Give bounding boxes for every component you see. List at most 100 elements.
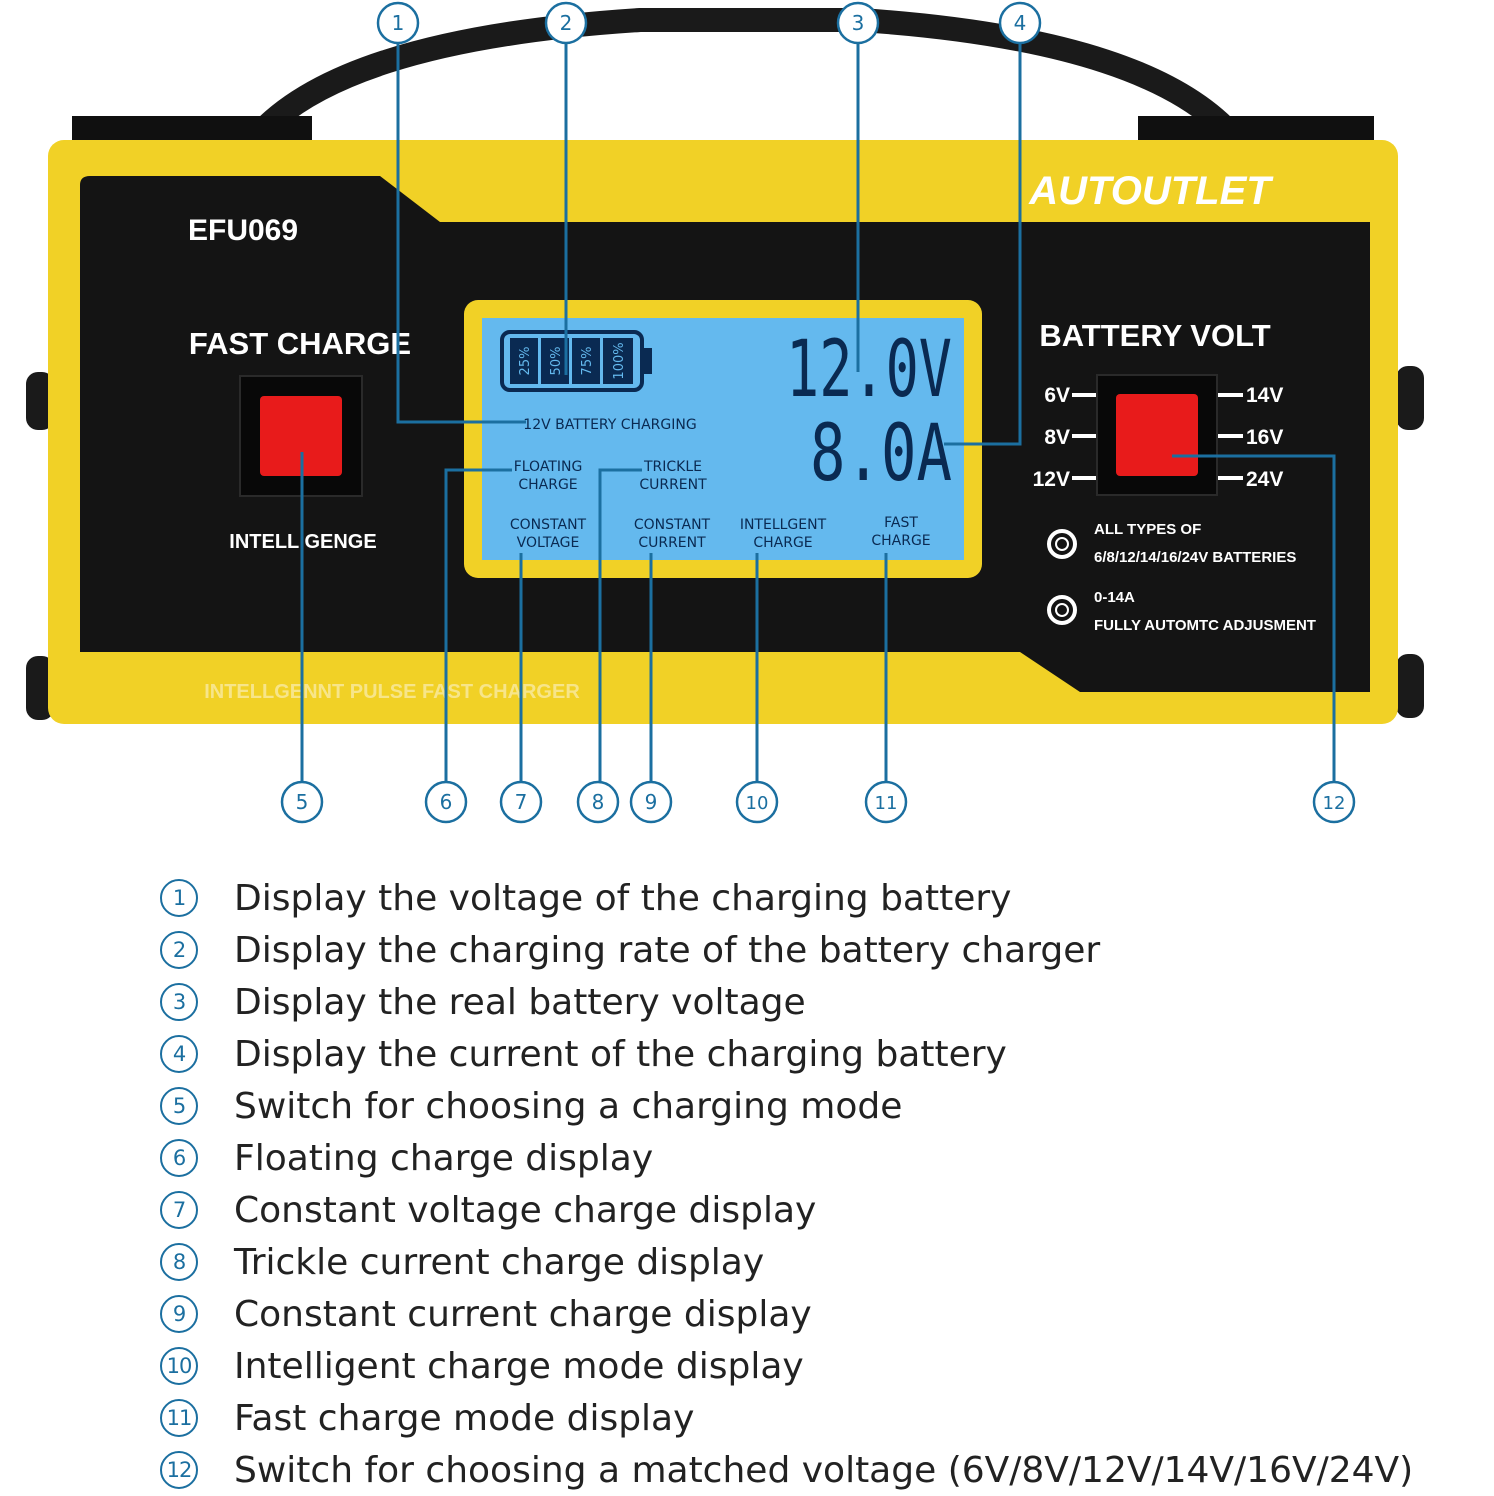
intelligent-charge-line1: INTELLGENT bbox=[740, 517, 827, 533]
callout-8-num: 8 bbox=[592, 790, 605, 814]
volt-6v: 6V bbox=[1044, 384, 1070, 407]
side-feet bbox=[26, 366, 1424, 720]
legend-badge: 6 bbox=[160, 1139, 198, 1177]
volt-24v: 24V bbox=[1246, 468, 1283, 491]
legend-text: Display the real battery voltage bbox=[234, 981, 806, 1023]
legend-text: Constant voltage charge display bbox=[234, 1189, 817, 1231]
carry-handle bbox=[238, 7, 1252, 157]
feature-legend: 1 Display the voltage of the charging bat… bbox=[160, 872, 1490, 1496]
lcd-voltage-readout: 12.0V bbox=[786, 325, 952, 415]
callout-6-num: 6 bbox=[440, 790, 453, 814]
callout-7-circle bbox=[499, 780, 543, 824]
callout-4-num: 4 bbox=[1014, 11, 1027, 35]
battery-volt-title: BATTERY VOLT bbox=[1039, 318, 1270, 353]
legend-text: Intelligent charge mode display bbox=[234, 1345, 804, 1387]
callout-leader-lines bbox=[300, 44, 1336, 782]
callout-12-num: 12 bbox=[1323, 793, 1346, 814]
legend-item: 2 Display the charging rate of the batter… bbox=[160, 924, 1490, 976]
legend-badge: 7 bbox=[160, 1191, 198, 1229]
legend-badge: 1 bbox=[160, 879, 198, 917]
legend-item: 5 Switch for choosing a charging mode bbox=[160, 1080, 1490, 1132]
callout-3-circle bbox=[836, 1, 880, 45]
legend-item: 3 Display the real battery voltage bbox=[160, 976, 1490, 1028]
battery-charging-label: 12V BATTERY CHARGING bbox=[523, 417, 696, 433]
constant-voltage-line2: VOLTAGE bbox=[517, 535, 580, 551]
callout-11-circle bbox=[864, 780, 908, 824]
legend-badge: 10 bbox=[160, 1347, 198, 1385]
callout-3-num: 3 bbox=[852, 11, 865, 35]
legend-text: Fast charge mode display bbox=[234, 1397, 695, 1439]
volt-14v: 14V bbox=[1246, 384, 1283, 407]
legend-badge: 9 bbox=[160, 1295, 198, 1333]
callout-9-num: 9 bbox=[645, 790, 658, 814]
note-battery-types-line1: ALL TYPES OF bbox=[1094, 521, 1201, 538]
legend-item: 12 Switch for choosing a matched voltage … bbox=[160, 1444, 1490, 1496]
legend-badge: 11 bbox=[160, 1399, 198, 1437]
legend-item: 4 Display the current of the charging bat… bbox=[160, 1028, 1490, 1080]
battery-segment-25: 25% bbox=[518, 347, 533, 376]
legend-badge: 5 bbox=[160, 1087, 198, 1125]
callout-12-circle bbox=[1312, 780, 1356, 824]
mode-button[interactable] bbox=[260, 396, 342, 476]
callout-1-circle bbox=[376, 1, 420, 45]
charger-diagram: AUTOUTLET EFU069 FAST CHARGE INTELL GENG… bbox=[26, 1, 1424, 824]
legend-badge: 12 bbox=[160, 1451, 198, 1489]
legend-item: 11 Fast charge mode display bbox=[160, 1392, 1490, 1444]
volt-tick-marks bbox=[1072, 393, 1243, 480]
legend-text: Floating charge display bbox=[234, 1137, 654, 1179]
legend-text: Trickle current charge display bbox=[234, 1241, 765, 1283]
callout-5-num: 5 bbox=[296, 790, 309, 814]
battery-segment-50: 50% bbox=[549, 347, 564, 376]
callout-7-num: 7 bbox=[515, 790, 528, 814]
trickle-current-line1: TRICKLE bbox=[643, 459, 702, 475]
callout-10-circle bbox=[735, 780, 779, 824]
legend-item: 6 Floating charge display bbox=[160, 1132, 1490, 1184]
indicator-rings bbox=[1047, 529, 1077, 625]
note-current-line2: FULLY AUTOMTC ADJUSMENT bbox=[1094, 617, 1316, 634]
volt-button[interactable] bbox=[1116, 394, 1198, 476]
callout-4-circle bbox=[998, 1, 1042, 45]
legend-item: 1 Display the voltage of the charging bat… bbox=[160, 872, 1490, 924]
legend-text: Display the current of the charging batt… bbox=[234, 1033, 1007, 1075]
bottom-strip-label: INTELLGENNT PULSE FAST CHARGER bbox=[204, 681, 580, 703]
note-current-line1: 0-14A bbox=[1094, 589, 1135, 606]
legend-badge: 4 bbox=[160, 1035, 198, 1073]
volt-8v: 8V bbox=[1044, 426, 1070, 449]
legend-item: 9 Constant current charge display bbox=[160, 1288, 1490, 1340]
callout-11-num: 11 bbox=[875, 793, 898, 814]
floating-charge-line2: CHARGE bbox=[518, 477, 577, 493]
legend-item: 10 Intelligent charge mode display bbox=[160, 1340, 1490, 1392]
legend-text: Display the voltage of the charging batt… bbox=[234, 877, 1012, 919]
volt-16v: 16V bbox=[1246, 426, 1283, 449]
battery-level-icon bbox=[500, 330, 652, 392]
lcd-current-readout: 8.0A bbox=[810, 409, 952, 499]
callout-9-circle bbox=[629, 780, 673, 824]
fast-charge-mode-line2: CHARGE bbox=[871, 533, 930, 549]
legend-item: 7 Constant voltage charge display bbox=[160, 1184, 1490, 1236]
callout-2-circle bbox=[544, 1, 588, 45]
fast-charge-mode-line1: FAST bbox=[884, 515, 918, 531]
legend-badge: 2 bbox=[160, 931, 198, 969]
model-label: EFU069 bbox=[188, 214, 298, 247]
constant-current-line1: CONSTANT bbox=[634, 517, 711, 533]
callout-6-circle bbox=[424, 780, 468, 824]
intelligent-charge-line2: CHARGE bbox=[753, 535, 812, 551]
legend-text: Switch for choosing a charging mode bbox=[234, 1085, 903, 1127]
legend-text: Constant current charge display bbox=[234, 1293, 812, 1335]
callout-8-circle bbox=[576, 780, 620, 824]
fast-charge-title: FAST CHARGE bbox=[189, 326, 411, 361]
callout-2-num: 2 bbox=[560, 11, 573, 35]
brand-logo: AUTOUTLET bbox=[1028, 169, 1274, 213]
callout-10-num: 10 bbox=[746, 793, 769, 814]
legend-text: Display the charging rate of the battery… bbox=[234, 929, 1101, 971]
volt-12v: 12V bbox=[1033, 468, 1070, 491]
legend-text: Switch for choosing a matched voltage (6… bbox=[234, 1449, 1414, 1491]
floating-charge-line1: FLOATING bbox=[514, 459, 583, 475]
callout-5-circle bbox=[280, 780, 324, 824]
legend-badge: 3 bbox=[160, 983, 198, 1021]
battery-segment-100: 100% bbox=[612, 342, 627, 379]
trickle-current-line2: CURRENT bbox=[639, 477, 707, 493]
note-battery-types-line2: 6/8/12/14/16/24V BATTERIES bbox=[1094, 549, 1296, 566]
battery-segment-75: 75% bbox=[580, 347, 595, 376]
